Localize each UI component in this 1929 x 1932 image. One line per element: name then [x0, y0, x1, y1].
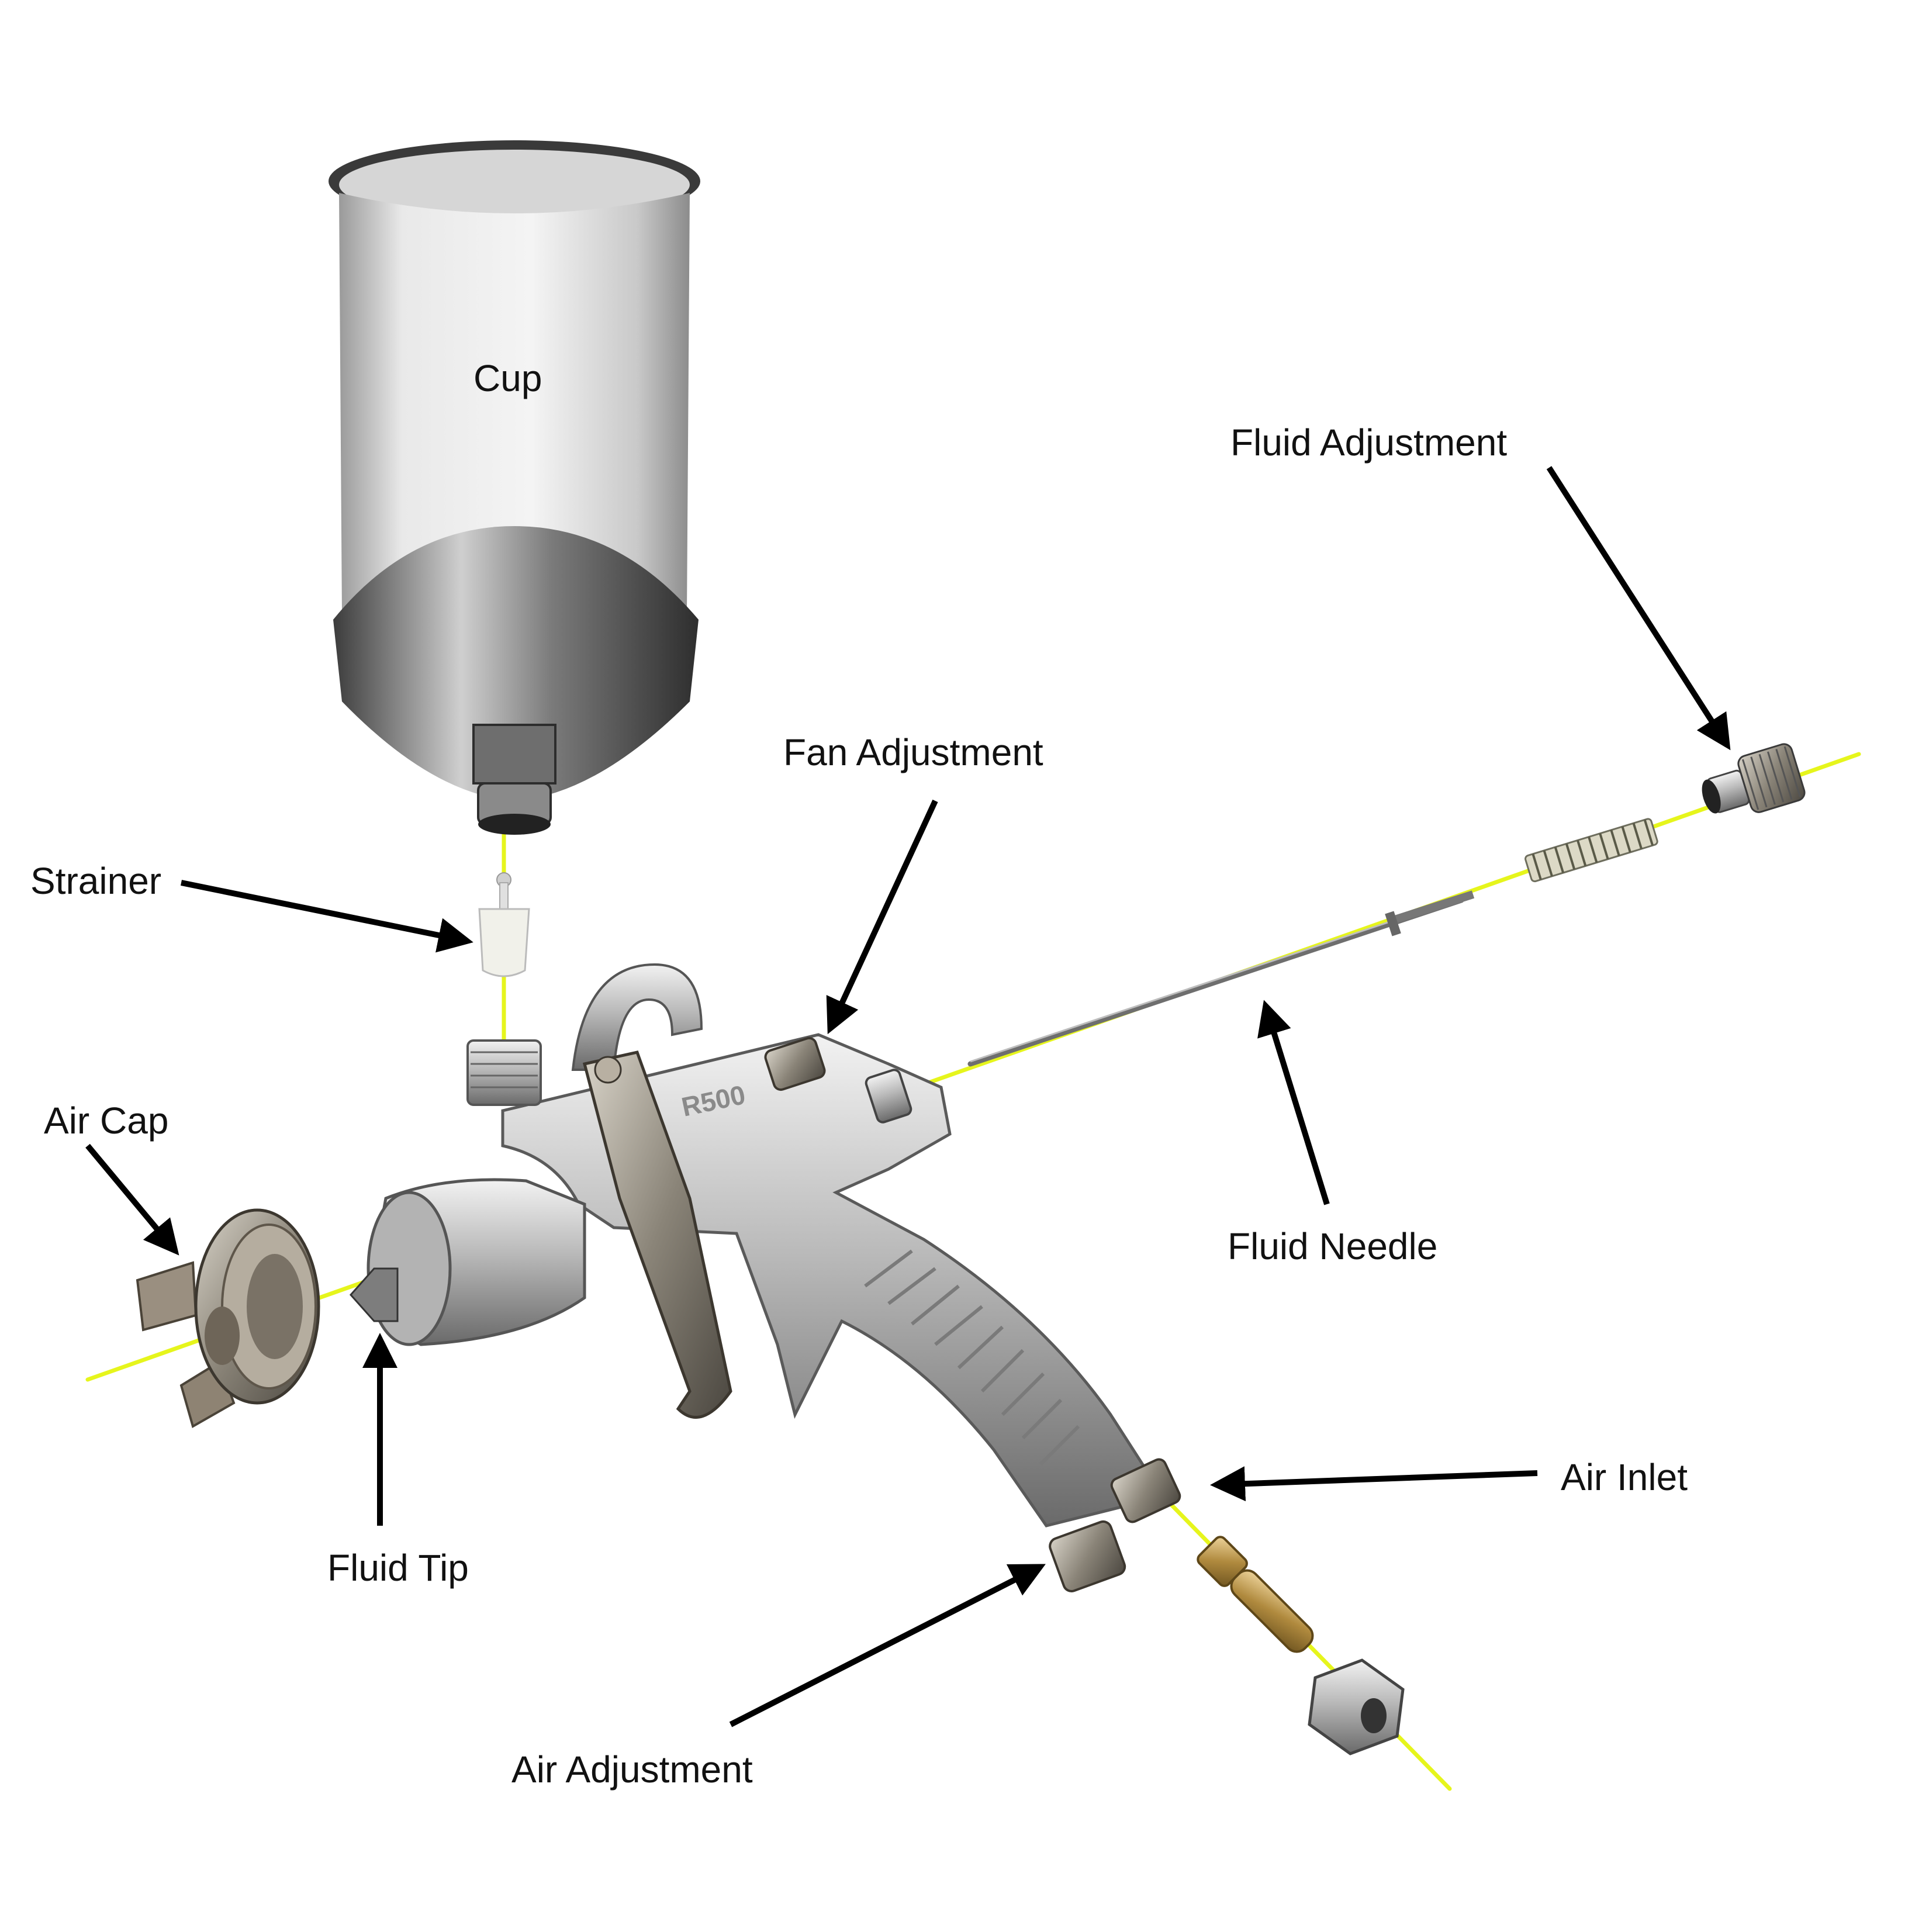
axis-lines — [85, 752, 1861, 1791]
cup-body — [339, 193, 690, 631]
label-air-adjustment: Air Adjustment — [511, 1748, 753, 1791]
arrow-fluid-needle — [1257, 1000, 1330, 1205]
arrow-fan-adjustment — [826, 799, 938, 1035]
label-cup: Cup — [473, 357, 542, 399]
fluid-needle-part — [967, 890, 1475, 1067]
callout-arrows — [85, 466, 1731, 1727]
arrow-air-adjustment — [729, 1564, 1046, 1727]
fluid-adjustment-knob — [1702, 743, 1806, 814]
fan-adjustment-knob — [764, 1036, 826, 1091]
air-cap-part — [136, 1208, 320, 1429]
gun-trigger — [582, 1050, 732, 1419]
hose-barb-part — [1197, 1536, 1314, 1653]
gun-body: R500 — [349, 963, 1181, 1592]
label-air-cap: Air Cap — [44, 1100, 169, 1142]
cup-hex-fitting — [472, 724, 556, 784]
gun-hook — [571, 963, 703, 1071]
arrow-air-inlet — [1210, 1466, 1538, 1502]
arrow-strainer — [181, 880, 473, 953]
label-fluid-tip: Fluid Tip — [327, 1547, 469, 1589]
label-fluid-needle: Fluid Needle — [1228, 1225, 1438, 1267]
label-fan-adjustment: Fan Adjustment — [783, 731, 1043, 773]
label-strainer: Strainer — [30, 860, 162, 902]
cup-part — [329, 140, 700, 835]
spring-part — [1524, 818, 1658, 883]
gun-cup-inlet — [466, 1039, 542, 1106]
arrow-air-cap — [85, 1143, 179, 1256]
arrow-fluid-adjustment — [1546, 466, 1731, 751]
air-adjustment-knob — [1049, 1520, 1126, 1592]
cup-cone — [333, 526, 699, 801]
air-inlet-fitting — [1110, 1458, 1181, 1523]
gun-grip-ribs — [864, 1249, 1080, 1466]
label-air-inlet: Air Inlet — [1561, 1456, 1688, 1498]
label-fluid-adjustment: Fluid Adjustment — [1230, 421, 1508, 464]
hex-nut-part — [1308, 1658, 1405, 1755]
fluid-tip-part — [349, 1267, 399, 1322]
strainer-part — [478, 872, 530, 977]
